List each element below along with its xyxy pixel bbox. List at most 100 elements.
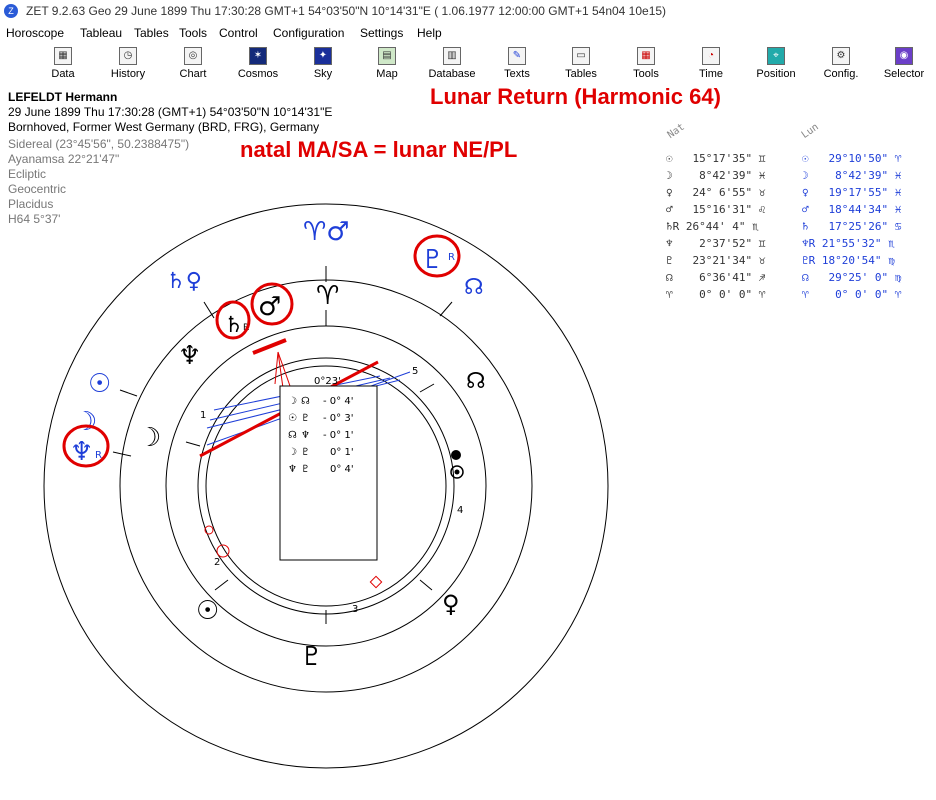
selector-icon: ◉	[895, 47, 913, 65]
saturn-glyph: ♄	[224, 313, 244, 338]
svg-text:☊: ☊	[288, 430, 297, 441]
menu-configuration[interactable]: Configuration	[273, 26, 345, 40]
svg-text:☉: ☉	[288, 413, 297, 424]
svg-text:2: 2	[214, 557, 220, 568]
red-pointer-lines	[274, 351, 291, 389]
svg-text:☽: ☽	[288, 396, 297, 407]
menu-bar: Horoscope Tableau Tables Tools Control C…	[0, 24, 936, 42]
toolbar-history-button[interactable]: ◷History	[96, 44, 160, 84]
neptune-natal-glyph: ♆	[178, 341, 201, 371]
texts-icon: ✎	[508, 47, 526, 65]
setting-ayanamsa: Ayanamsa 22°21'47"	[8, 152, 120, 166]
menu-help[interactable]: Help	[417, 26, 442, 40]
svg-text:1: 1	[200, 410, 206, 421]
map-icon: ▤	[378, 47, 396, 65]
tools-icon: ▦	[637, 47, 655, 65]
svg-text:☽: ☽	[288, 447, 297, 458]
toolbar-data-button[interactable]: ▦Data	[31, 44, 95, 84]
toolbar-tables-button[interactable]: ▭Tables	[549, 44, 613, 84]
menu-control[interactable]: Control	[219, 26, 258, 40]
pluto-glyph: ♇	[421, 245, 444, 275]
svg-text:4: 4	[457, 505, 463, 516]
svg-text:♇: ♇	[301, 413, 310, 424]
svg-text:3: 3	[352, 604, 358, 615]
menu-horoscope[interactable]: Horoscope	[6, 26, 65, 40]
toolbar-texts-button[interactable]: ✎Texts	[485, 44, 549, 84]
moon-natal-glyph: ☽	[138, 423, 161, 453]
position-icon: ⌖	[767, 47, 785, 65]
setting-geocentric: Geocentric	[8, 182, 67, 196]
svg-text:♆: ♆	[301, 430, 310, 441]
house-numbers: 1 2 3 4 5	[200, 366, 463, 615]
pluto-natal-glyph: ♇	[300, 642, 323, 672]
toolbar-time-button[interactable]: ◔Time	[679, 44, 743, 84]
menu-tables[interactable]: Tables	[134, 26, 169, 40]
table-row: ♀ 24° 6'55" ♉♀ 19°17'55" ♓	[666, 186, 902, 199]
toolbar-cosmos-button[interactable]: ✶Cosmos	[226, 44, 290, 84]
venus-natal-glyph: ♀	[442, 590, 460, 618]
red-markers	[204, 525, 383, 589]
svg-text:♆: ♆	[288, 464, 297, 475]
table-row: ☉ 15°17'35" ♊☉ 29°10'50" ♈	[666, 152, 902, 165]
table-row: ♇ 23°21'34" ♉♇R 18°20'54" ♍	[666, 254, 895, 267]
highlight-circles	[62, 234, 461, 468]
toolbar-chart-button[interactable]: ◎Chart	[161, 44, 225, 84]
svg-text:0° 4': 0° 4'	[330, 464, 354, 475]
positions-table: Nat Lun ☉ 15°17'35" ♊☉ 29°10'50" ♈ ☽ 8°4…	[666, 122, 926, 308]
toolbar: ▦Data ◷History ◎Chart ✶Cosmos ✦Sky ▤Map …	[0, 44, 936, 84]
lunar-glyphs: ♈♂ ♇ R ☊ ♄♀ ☉ ☽ ♆ R	[70, 217, 484, 467]
planet-markers	[450, 450, 464, 479]
svg-text:- 0° 3': - 0° 3'	[323, 413, 353, 424]
svg-text:- 0° 4': - 0° 4'	[323, 396, 353, 407]
annotation-subtitle: natal MA/SA = lunar NE/PL	[240, 137, 518, 162]
toolbar-tools-button[interactable]: ▦Tools	[614, 44, 678, 84]
svg-text:☊: ☊	[301, 396, 310, 407]
time-icon: ◔	[702, 47, 720, 65]
chart-icon: ◎	[184, 47, 202, 65]
toolbar-database-button[interactable]: ▥Database	[420, 44, 484, 84]
radial-ticks	[112, 266, 453, 624]
toolbar-sky-button[interactable]: ✦Sky	[291, 44, 355, 84]
center-label: 0°23'	[314, 376, 341, 387]
database-icon: ▥	[443, 47, 461, 65]
toolbar-position-button[interactable]: ⌖Position	[744, 44, 808, 84]
setting-zodiac: Sidereal (23°45'56", 50.2388475")	[8, 137, 190, 151]
birth-place: Bornhoved, Former West Germany (BRD, FRG…	[8, 120, 320, 134]
person-name: LEFELDT Hermann	[8, 90, 118, 104]
menu-tableau[interactable]: Tableau	[80, 26, 123, 40]
toolbar-map-button[interactable]: ▤Map	[355, 44, 419, 84]
menu-tools[interactable]: Tools	[179, 26, 208, 40]
aries-mars-glyph: ♈♂	[303, 217, 350, 247]
table-row: ♂ 15°16'31" ♌♂ 18°44'34" ♓	[666, 203, 902, 216]
setting-houses: Placidus	[8, 197, 54, 211]
svg-text:- 0° 1': - 0° 1'	[323, 430, 353, 441]
app-logo-icon: Z	[4, 4, 18, 18]
tables-icon: ▭	[572, 47, 590, 65]
node-glyph: ☊	[464, 275, 484, 300]
table-row: ♈ 0° 0' 0" ♈♈ 0° 0' 0" ♈	[666, 288, 902, 301]
moon-glyph: ☽	[74, 407, 97, 437]
aspect-ring	[205, 365, 447, 607]
birth-datetime: 29 June 1899 Thu 17:30:28 (GMT+1) 54°03'…	[8, 105, 333, 119]
pluto-retro-mark: R	[448, 252, 455, 263]
aries-glyph: ♈	[316, 281, 339, 311]
aspect-box	[279, 385, 378, 561]
table-row: ☽ 8°42'39" ♓☽ 8°42'39" ♓	[666, 169, 902, 182]
svg-text:5: 5	[412, 366, 418, 377]
svg-text:♇: ♇	[301, 447, 310, 458]
title-bar: Z ZET 9.2.63 Geo 29 June 1899 Thu 17:30:…	[0, 0, 936, 22]
neptune-glyph: ♆	[70, 437, 93, 467]
svg-text:0° 1': 0° 1'	[330, 447, 354, 458]
table-row: ♄R 26°44' 4" ♏♄ 17°25'26" ♋	[666, 220, 902, 233]
toolbar-config-button[interactable]: ⚙Config.	[809, 44, 873, 84]
window-title: ZET 9.2.63 Geo 29 June 1899 Thu 17:30:28…	[26, 4, 667, 18]
config-icon: ⚙	[832, 47, 850, 65]
red-marker-bar	[252, 338, 287, 355]
sky-icon: ✦	[314, 47, 332, 65]
aspect-list: ☽☊- 0° 4' ☉♇- 0° 3' ☊♆- 0° 1' ☽♇0° 1' ♆♇…	[288, 396, 354, 475]
history-icon: ◷	[119, 47, 137, 65]
outer-ring	[43, 203, 609, 769]
toolbar-selector-button[interactable]: ◉Selector	[872, 44, 936, 84]
menu-settings[interactable]: Settings	[360, 26, 404, 40]
